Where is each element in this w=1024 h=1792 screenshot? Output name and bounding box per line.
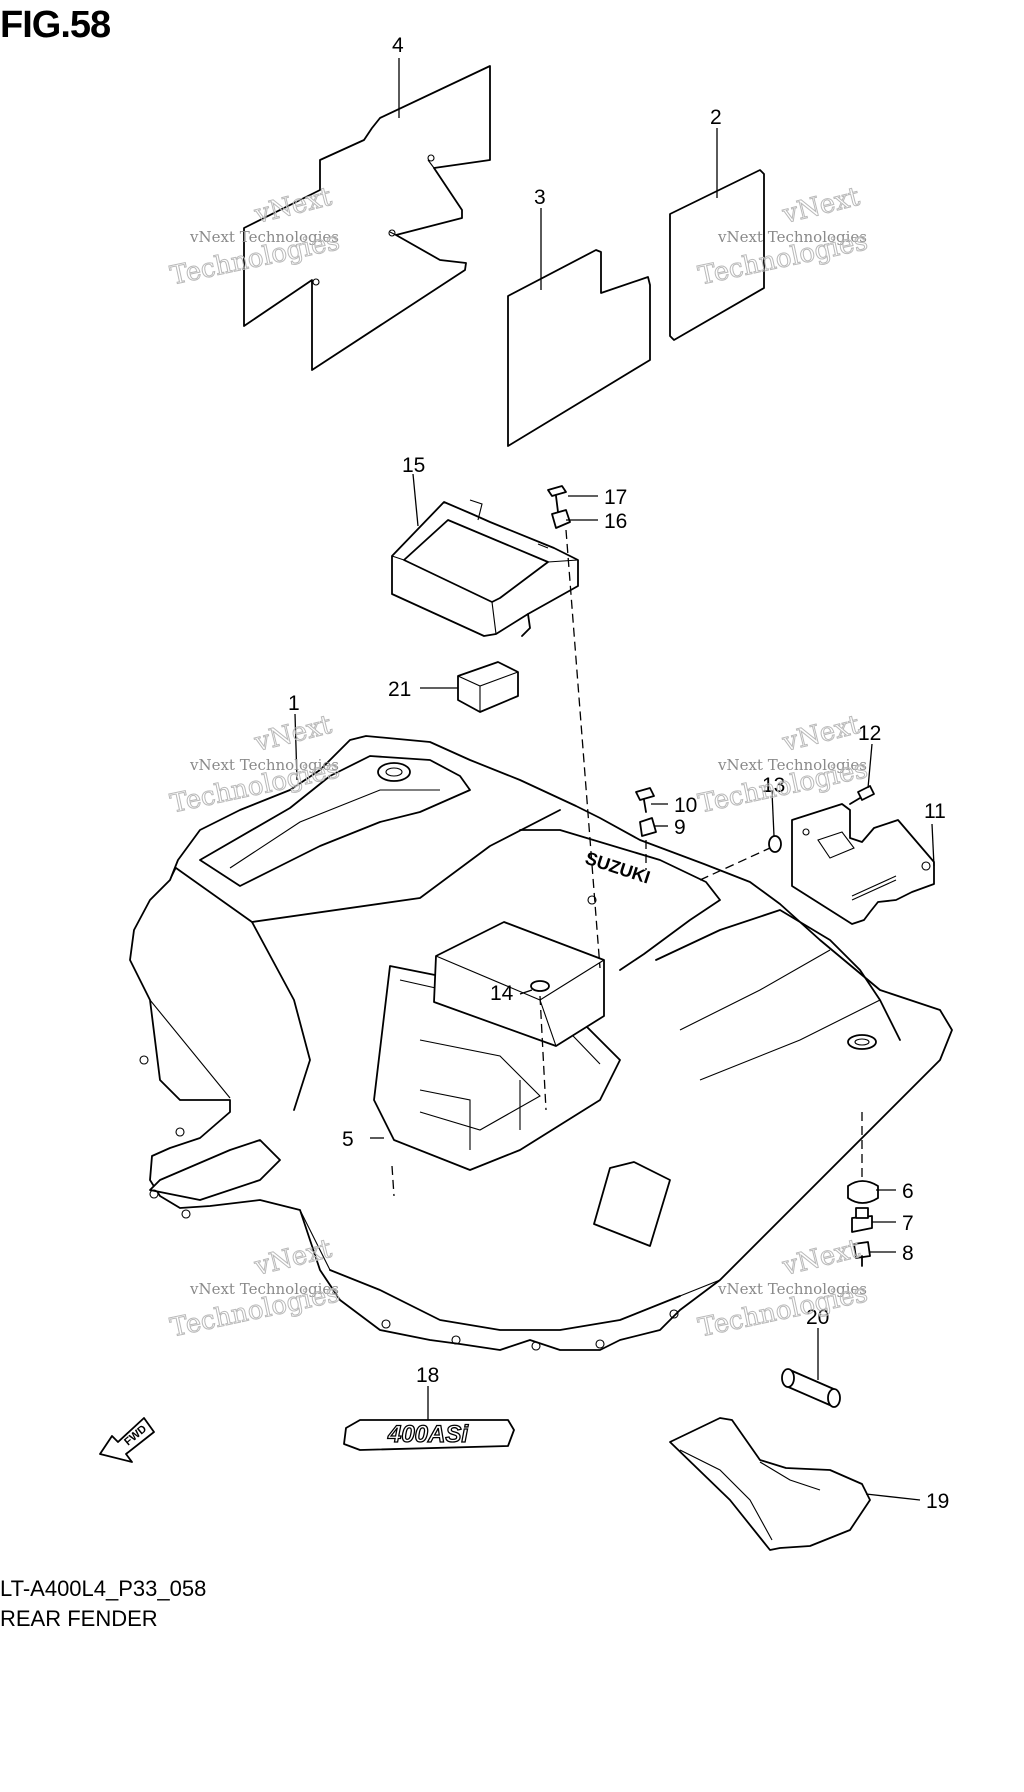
part-11-bracket	[791, 803, 935, 925]
svg-text:vNext: vNext	[779, 182, 863, 230]
part-4-sheet	[243, 65, 491, 371]
callout-21: 21	[388, 678, 411, 701]
callout-1: 1	[288, 692, 300, 715]
figure-caption: REAR FENDER	[0, 1606, 158, 1631]
callout-17: 17	[604, 486, 627, 509]
part-18-emblem: 400ASi	[343, 1419, 515, 1451]
callout-3: 3	[534, 186, 546, 209]
svg-text:vNext: vNext	[251, 710, 335, 758]
svg-text:vNext Technologies: vNext Technologies	[189, 756, 339, 774]
callout-4: 4	[392, 34, 404, 57]
callout-8: 8	[902, 1242, 914, 1265]
callout-6: 6	[902, 1180, 914, 1203]
part-2-pad	[669, 169, 765, 341]
emblem-text: 400ASi	[387, 1421, 469, 1448]
callout-16: 16	[604, 510, 627, 533]
part-3-plate	[507, 249, 651, 447]
part-20-tube	[781, 1368, 841, 1408]
svg-text:vNext Technologies: vNext Technologies	[717, 228, 867, 246]
svg-text:vNext Technologies: vNext Technologies	[189, 228, 339, 246]
fwd-arrow: FWD	[99, 1417, 155, 1463]
callout-2: 2	[710, 106, 722, 129]
callout-14: 14	[490, 982, 514, 1005]
part-21-block	[457, 661, 519, 713]
callout-19: 19	[926, 1490, 949, 1513]
callout-12: 12	[858, 722, 881, 745]
callout-5: 5	[342, 1128, 354, 1151]
svg-text:vNext: vNext	[251, 182, 335, 230]
callout-13: 13	[762, 774, 785, 797]
watermark-5: vNext Technologies Technologies vNext	[167, 1233, 343, 1344]
svg-text:vNext Technologies: vNext Technologies	[189, 1280, 339, 1298]
svg-text:vNext Technologies: vNext Technologies	[717, 756, 867, 774]
watermark-2: vNext Technologies Technologies vNext	[695, 181, 871, 292]
callout-15: 15	[402, 454, 425, 477]
callout-20: 20	[806, 1306, 829, 1329]
svg-text:vNext: vNext	[779, 1234, 863, 1282]
callout-7: 7	[902, 1212, 914, 1235]
figure-title: FIG.58	[0, 4, 111, 46]
callout-11: 11	[924, 800, 946, 823]
leader-lines	[294, 58, 935, 1501]
callout-9: 9	[674, 816, 686, 839]
callout-labels: 4 2 3 15 17 16 21 1 10 9 12 13 11 14 5 6…	[288, 34, 949, 1513]
svg-text:vNext Technologies: vNext Technologies	[717, 1280, 867, 1298]
watermark-4: vNext Technologies Technologies vNext	[695, 709, 871, 820]
watermark-1: vNext Technologies Technologies vNext	[167, 181, 343, 292]
part-1-rear-fender: SUZUKI	[129, 735, 953, 1351]
callout-18: 18	[416, 1364, 439, 1387]
svg-text:vNext: vNext	[779, 710, 863, 758]
part-19-cover	[669, 1417, 871, 1551]
part-15-tray	[391, 499, 579, 637]
figure-code: LT-A400L4_P33_058	[0, 1576, 207, 1601]
callout-10: 10	[674, 794, 697, 817]
